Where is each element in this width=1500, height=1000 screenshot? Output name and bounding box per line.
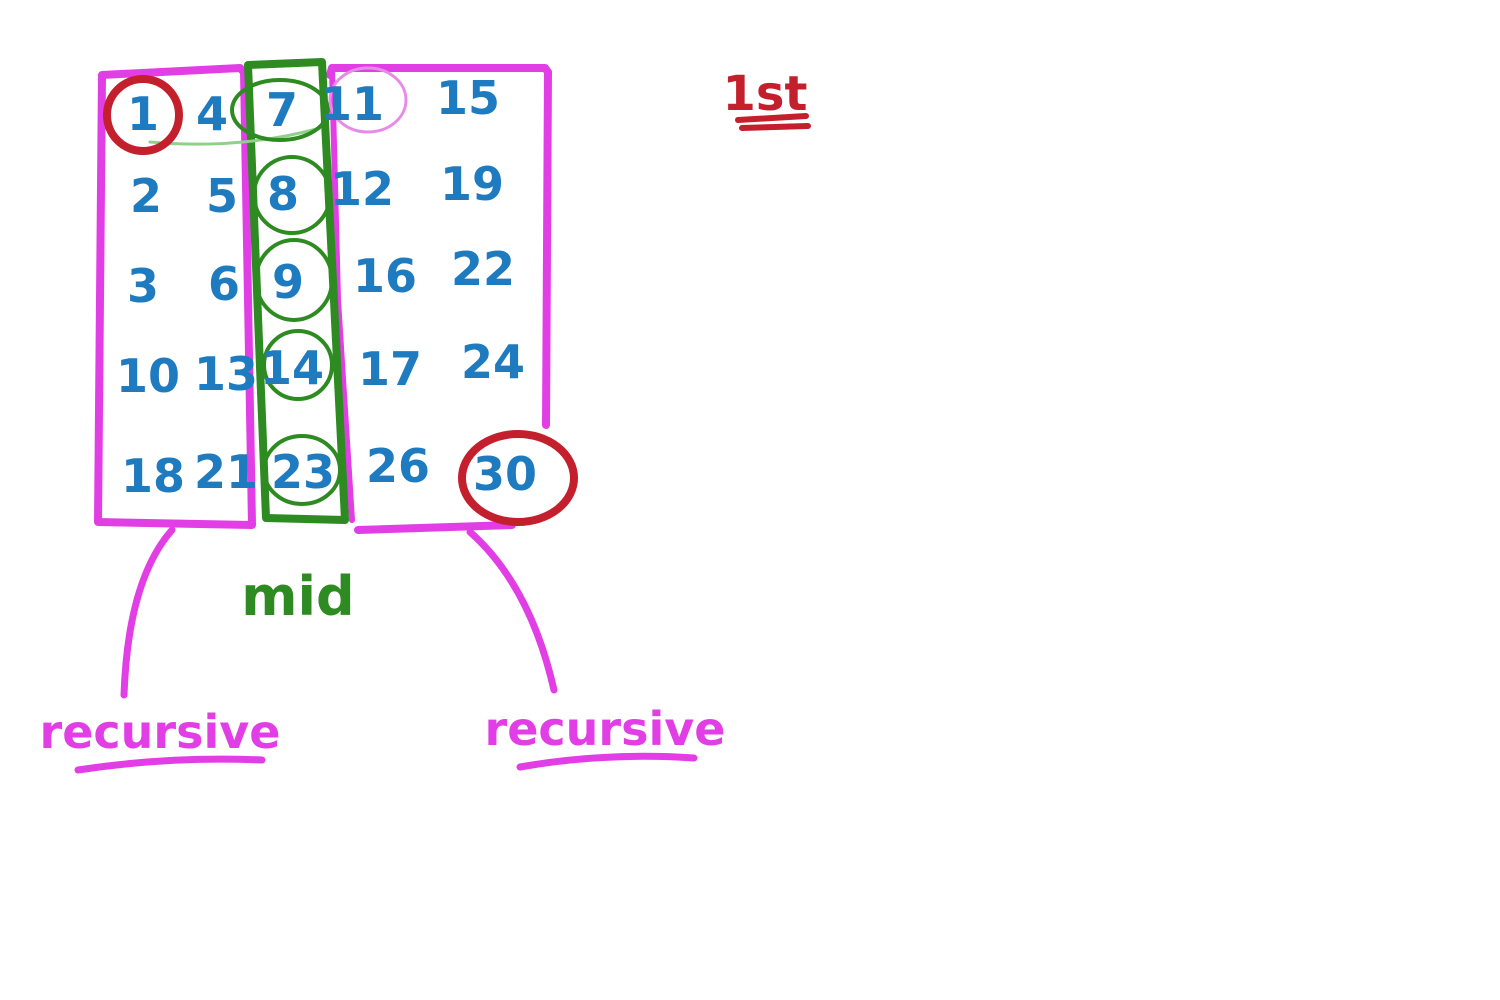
mid-circle-8 xyxy=(252,155,332,235)
cell-r3-c3: 9 xyxy=(272,255,304,309)
cell-r5-c2: 21 xyxy=(194,445,258,499)
right-partition-box-left-edge xyxy=(329,65,355,523)
mid-circle-9 xyxy=(254,238,334,322)
right-recursion-arrow xyxy=(466,528,558,694)
mid-circle-14 xyxy=(262,329,334,401)
cell-r5-c4: 26 xyxy=(366,439,430,493)
first-label: 1st xyxy=(723,66,808,122)
cell-r3-c2: 6 xyxy=(208,257,240,311)
mid-column-box xyxy=(244,58,349,524)
left-recursive-underline xyxy=(74,755,266,774)
cell-r1-c1: 1 xyxy=(127,87,159,141)
last-circle-30 xyxy=(458,430,578,526)
cell-r2-c3: 8 xyxy=(267,167,299,221)
left-recursion-arrow xyxy=(120,526,176,699)
first-label-underline xyxy=(735,113,811,131)
cell-r5-c5: 30 xyxy=(473,447,537,501)
cell-r5-c1: 18 xyxy=(121,449,185,503)
left-partition-box xyxy=(94,64,256,529)
cell-r4-c4: 17 xyxy=(358,342,422,396)
cell-r1-c5: 15 xyxy=(436,71,500,125)
cell-r4-c2: 13 xyxy=(194,347,258,401)
circle-11 xyxy=(328,66,408,134)
cell-r1-c2: 4 xyxy=(196,87,228,141)
mid-circle-23 xyxy=(262,434,342,506)
cell-r4-c3: 14 xyxy=(260,341,324,395)
cell-r1-c3: 7 xyxy=(266,83,298,137)
cell-r4-c5: 24 xyxy=(461,335,525,389)
cell-r2-c2: 5 xyxy=(206,169,238,223)
cell-r2-c1: 2 xyxy=(130,169,162,223)
right-recursive-underline xyxy=(516,752,698,771)
cell-r4-c1: 10 xyxy=(116,349,180,403)
first-circle-1 xyxy=(103,75,183,155)
mid-circle-7 xyxy=(230,78,330,142)
mid-label: mid xyxy=(241,565,354,628)
cell-r3-c5: 22 xyxy=(451,242,515,296)
cell-r2-c4: 12 xyxy=(330,162,394,216)
mid-row-underline xyxy=(148,126,322,146)
number-grid: 1 4 7 11 15 2 5 8 12 19 3 6 9 16 22 10 1… xyxy=(116,71,537,503)
cell-r1-c4: 11 xyxy=(320,77,384,131)
right-recursive-label: recursive xyxy=(485,702,726,756)
left-recursive-label: recursive xyxy=(40,705,281,759)
cell-r5-c3: 23 xyxy=(271,445,335,499)
cell-r3-c4: 16 xyxy=(353,249,417,303)
cell-r3-c1: 3 xyxy=(127,259,159,313)
cell-r2-c5: 19 xyxy=(440,157,504,211)
